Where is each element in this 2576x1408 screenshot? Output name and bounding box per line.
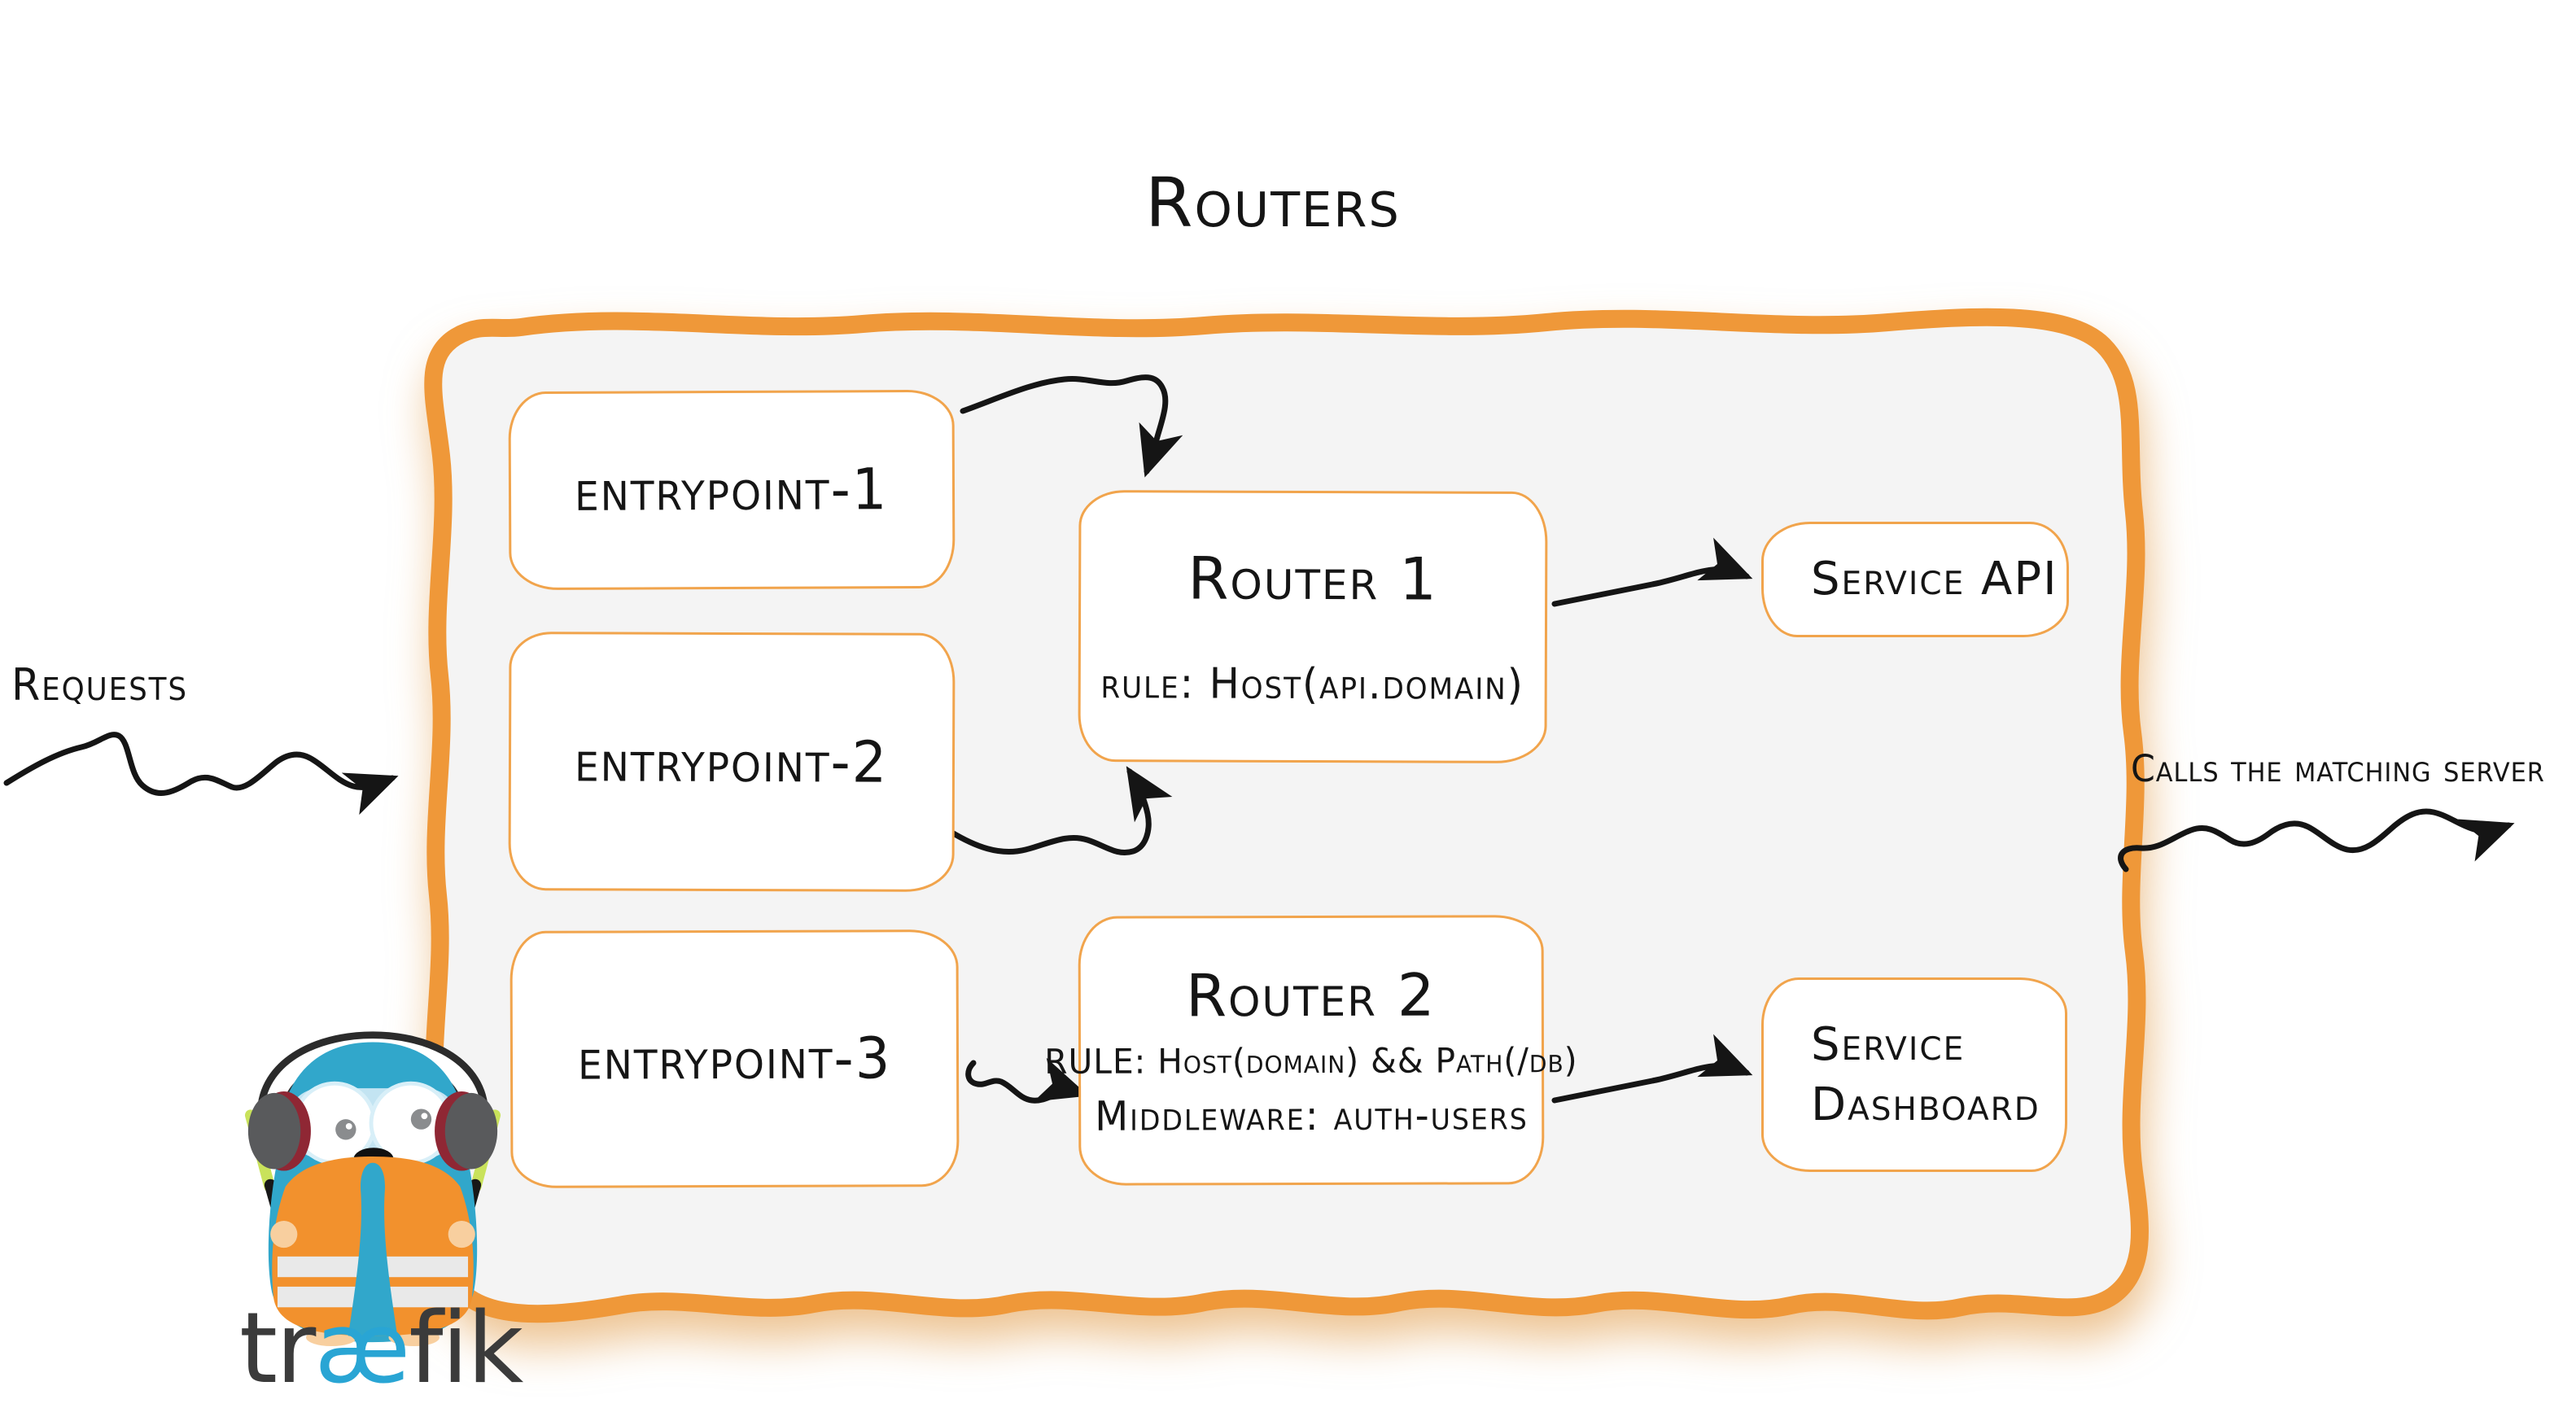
wordmark-first: tr — [239, 1292, 316, 1406]
requests-arrow — [3, 732, 399, 816]
service-api-node: Service API — [1761, 522, 2069, 637]
router-2-rule: RULE: Host(domain) && Path(/db) — [1044, 1040, 1578, 1082]
arrow-router1-serviceapi — [1551, 537, 1753, 607]
traefik-mascot — [244, 1031, 501, 1347]
entrypoint-1-node: entrypoint-1 — [508, 389, 956, 591]
calls-arrow — [2118, 808, 2515, 872]
requests-label: Requests — [11, 659, 188, 711]
traefik-wordmark: træfik — [239, 1301, 523, 1398]
arrow-router2-servicedashboard — [1551, 1034, 1753, 1104]
entrypoint-2-label: entrypoint-2 — [575, 728, 889, 796]
arrow-entrypoint1-router1 — [960, 374, 1183, 478]
wordmark-ligature: æ — [314, 1292, 410, 1406]
entrypoint-3-node: entrypoint-3 — [510, 929, 960, 1188]
entrypoint-2-node: entrypoint-2 — [508, 632, 956, 892]
service-api-label: Service API — [1811, 553, 2058, 606]
service-dashboard-node: Service Dashboard — [1761, 977, 2067, 1172]
router-1-rule: rule: Host(api.domain) — [1100, 659, 1525, 710]
entrypoint-1-label: entrypoint-1 — [575, 456, 889, 524]
safety-vest-icon — [272, 1156, 474, 1336]
arrow-entrypoint3-router2 — [965, 1057, 1089, 1104]
router-2-node: Router 2 RULE: Host(domain) && Path(/db)… — [1044, 915, 1578, 1186]
arrow-entrypoint2-router1 — [947, 766, 1173, 855]
entrypoint-3-label: entrypoint-3 — [577, 1025, 892, 1093]
router-1-title: Router 1 — [1187, 544, 1439, 614]
router-1-node: Router 1 rule: Host(api.domain) — [1078, 489, 1548, 764]
service-dashboard-label: Service Dashboard — [1811, 1017, 2040, 1131]
wordmark-last: fik — [409, 1292, 523, 1406]
headphone-earcup-icon — [247, 1091, 498, 1171]
calls-matching-server-label: Calls the matching server — [2131, 747, 2545, 790]
router-2-middleware: Middleware: auth-users — [1094, 1091, 1529, 1140]
router-2-title: Router 2 — [1185, 960, 1437, 1030]
gopher-hands — [270, 1220, 475, 1248]
diagram-title: Routers — [1145, 163, 1401, 243]
